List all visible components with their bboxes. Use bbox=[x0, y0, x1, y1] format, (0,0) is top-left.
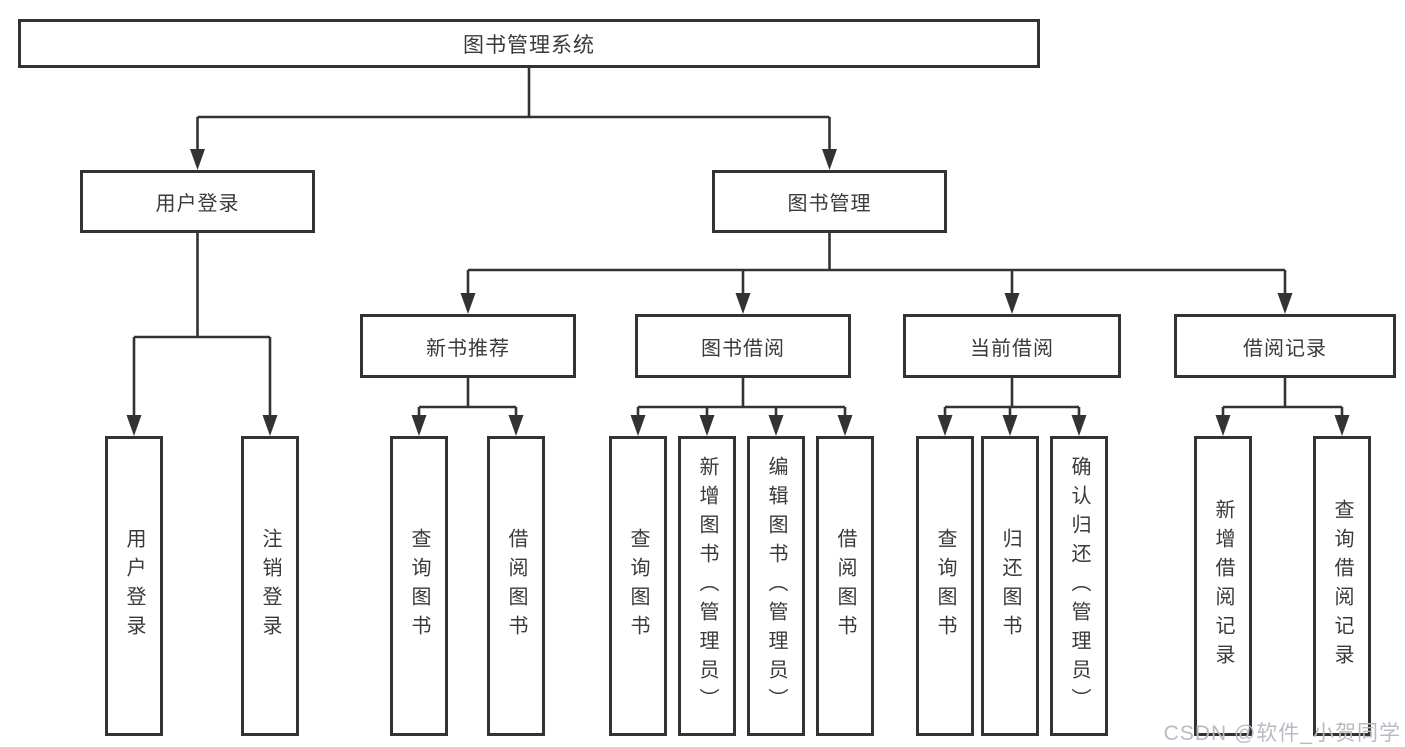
node-label: 借阅图书 bbox=[505, 528, 527, 644]
node-leaf-confirm-return-admin: 确认归还（管理员） bbox=[1050, 436, 1108, 736]
node-label: 确认归还（管理员） bbox=[1068, 455, 1090, 717]
node-leaf-user-login: 用户登录 bbox=[105, 436, 163, 736]
node-label: 用户登录 bbox=[155, 193, 240, 215]
node-leaf-query-books-3: 查询图书 bbox=[916, 436, 974, 736]
node-label: 注销登录 bbox=[259, 528, 281, 644]
node-leaf-borrow-books-1: 借阅图书 bbox=[487, 436, 545, 736]
connector-user-login bbox=[126, 233, 278, 436]
node-label: 用户登录 bbox=[123, 528, 145, 644]
node-label: 图书借阅 bbox=[701, 337, 785, 360]
node-leaf-logout: 注销登录 bbox=[241, 436, 299, 736]
node-label: 查询图书 bbox=[627, 528, 649, 644]
node-user-login: 用户登录 bbox=[80, 170, 315, 233]
node-leaf-borrow-books-2: 借阅图书 bbox=[816, 436, 874, 736]
node-label: 归还图书 bbox=[999, 528, 1021, 644]
node-label: 借阅记录 bbox=[1243, 337, 1327, 360]
node-leaf-add-borrow-record: 新增借阅记录 bbox=[1194, 436, 1252, 736]
node-current-borrowing: 当前借阅 bbox=[903, 314, 1121, 378]
node-borrowing-records: 借阅记录 bbox=[1174, 314, 1396, 378]
node-label: 查询图书 bbox=[408, 528, 430, 644]
connector-root bbox=[190, 68, 837, 170]
csdn-watermark: CSDN @软件_小贺同学 bbox=[1163, 722, 1401, 745]
node-label: 图书管理 bbox=[787, 193, 872, 215]
connector-book-borrowing bbox=[630, 378, 853, 436]
node-book-management: 图书管理 bbox=[712, 170, 947, 233]
node-new-book-recommendation: 新书推荐 bbox=[360, 314, 576, 378]
connector-current-borrowing bbox=[937, 378, 1087, 436]
node-label: 新增图书（管理员） bbox=[696, 455, 718, 717]
connector-new-book-recommendation bbox=[411, 378, 524, 436]
node-book-borrowing: 图书借阅 bbox=[635, 314, 851, 378]
connector-book-management bbox=[460, 233, 1293, 314]
node-label: 编辑图书（管理员） bbox=[765, 455, 787, 717]
node-label: 借阅图书 bbox=[834, 528, 856, 644]
connector-borrowing-records bbox=[1215, 378, 1350, 436]
node-leaf-edit-book-admin: 编辑图书（管理员） bbox=[747, 436, 805, 736]
node-library-management-system: 图书管理系统 bbox=[18, 19, 1040, 68]
node-label: 新书推荐 bbox=[426, 337, 510, 360]
node-label: 查询借阅记录 bbox=[1331, 499, 1353, 673]
node-label: 图书管理系统 bbox=[463, 33, 595, 57]
node-label: 新增借阅记录 bbox=[1212, 499, 1234, 673]
node-leaf-query-borrow-record: 查询借阅记录 bbox=[1313, 436, 1371, 736]
node-leaf-query-books-1: 查询图书 bbox=[390, 436, 448, 736]
node-label: 查询图书 bbox=[934, 528, 956, 644]
node-leaf-query-books-2: 查询图书 bbox=[609, 436, 667, 736]
node-label: 当前借阅 bbox=[970, 337, 1054, 360]
node-leaf-add-book-admin: 新增图书（管理员） bbox=[678, 436, 736, 736]
node-leaf-return-books: 归还图书 bbox=[981, 436, 1039, 736]
